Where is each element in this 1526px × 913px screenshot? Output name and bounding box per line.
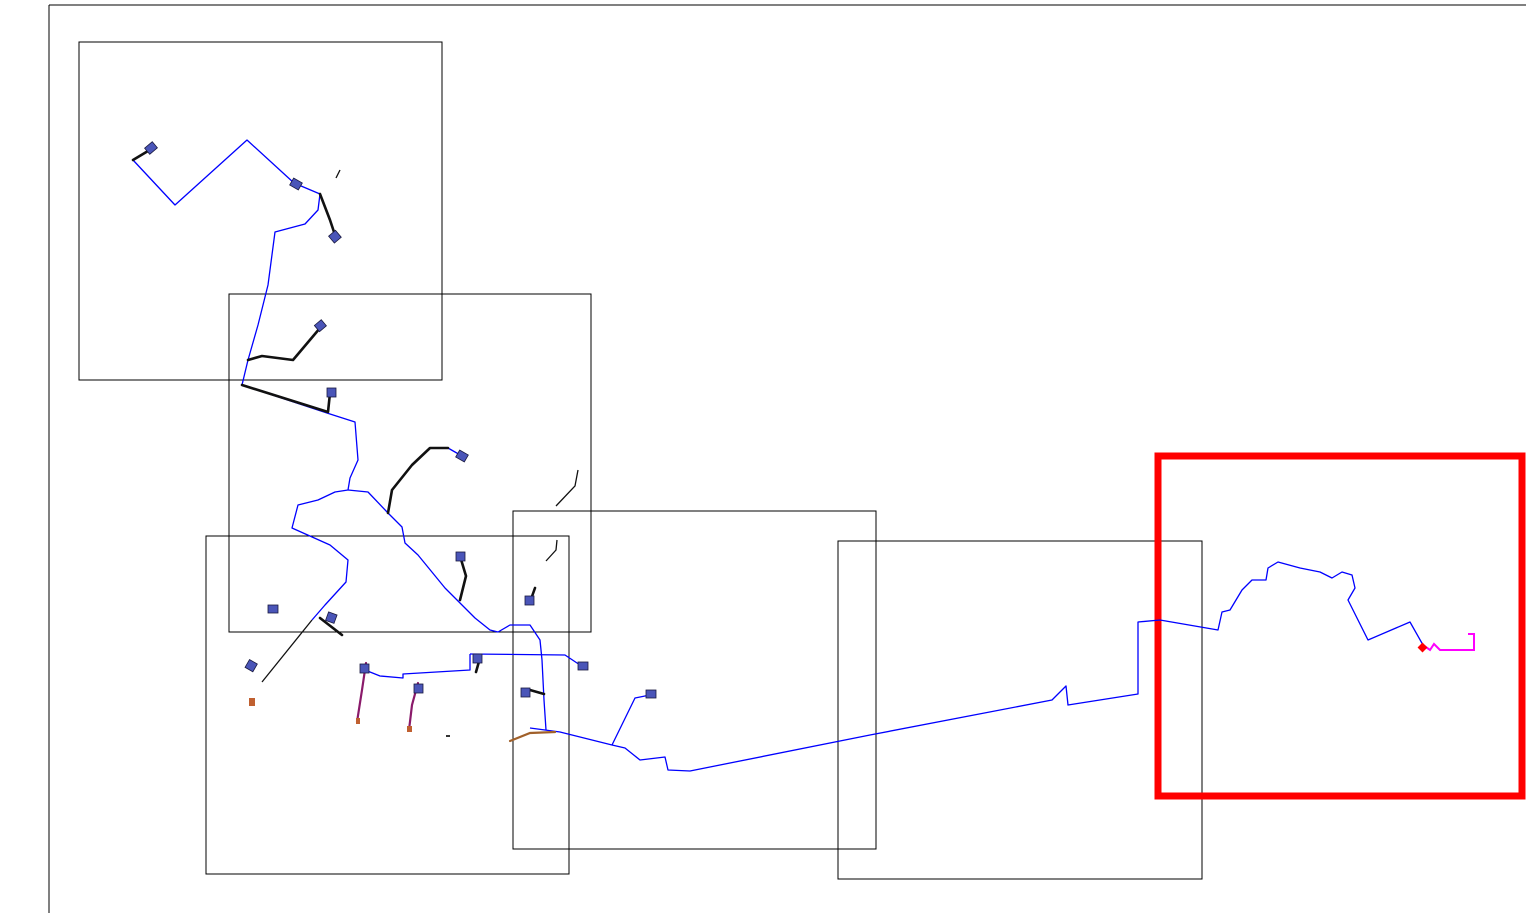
drop-cables[interactable] (355, 661, 557, 743)
network-main-lines[interactable] (132, 139, 1424, 772)
network-branch-device-east[interactable] (611, 694, 651, 746)
cable-thin-3[interactable] (545, 539, 558, 562)
network-device-icon[interactable] (289, 177, 303, 191)
network-device-icon[interactable] (524, 595, 535, 606)
selected-node-icon[interactable] (1417, 642, 1428, 653)
selected-sheet-outline[interactable] (1154, 452, 1526, 800)
cable-run-1[interactable] (240, 383, 332, 414)
cable-run-8[interactable] (528, 688, 546, 696)
network-branch-lower[interactable] (529, 561, 1424, 772)
network-device-icon[interactable] (313, 319, 327, 333)
network-device-icon[interactable] (267, 604, 279, 614)
selected-segment[interactable] (1422, 633, 1475, 652)
network-device-icon[interactable] (244, 658, 258, 673)
network-branch-bus-2[interactable] (469, 653, 581, 666)
cable-run-2[interactable] (246, 326, 322, 362)
network-device-icon[interactable] (413, 683, 424, 694)
network-device-icon[interactable] (455, 449, 469, 463)
network-branch-middle[interactable] (347, 489, 547, 731)
sheet-outline-5[interactable] (837, 540, 1203, 880)
network-branch-right-bus[interactable] (364, 654, 471, 679)
device-accent (356, 718, 360, 724)
cable-thin-runs[interactable] (261, 169, 579, 683)
sheet-outline-3[interactable] (205, 535, 570, 875)
cable-run-3[interactable] (318, 192, 338, 240)
sheet-outline-4[interactable] (512, 510, 877, 850)
device-accents (249, 698, 450, 737)
network-device-icon[interactable] (325, 611, 338, 624)
network-device-icon[interactable] (328, 229, 342, 244)
device-accent (249, 698, 255, 706)
network-device-icon[interactable] (326, 387, 337, 398)
sheet-outlines (78, 41, 1203, 880)
cable-thin-2[interactable] (555, 469, 579, 507)
sheet-outline-2[interactable] (228, 293, 592, 633)
drop-cable-3[interactable] (508, 730, 557, 743)
network-device-icon[interactable] (144, 141, 158, 155)
network-devices[interactable] (144, 141, 657, 699)
cable-run-6[interactable] (318, 616, 344, 637)
cable-thin-1[interactable] (261, 619, 313, 683)
cable-run-5[interactable] (458, 554, 468, 602)
network-device-icon[interactable] (645, 689, 657, 699)
network-device-icon[interactable] (359, 663, 370, 674)
network-branch-trunk[interactable] (241, 193, 359, 621)
cable-runs[interactable] (131, 146, 546, 696)
cable-run-4[interactable] (386, 446, 450, 515)
network-device-icon[interactable] (455, 551, 466, 562)
cable-thin-4[interactable] (335, 169, 341, 179)
device-accent (446, 735, 450, 737)
network-branch-top-loop[interactable] (132, 139, 321, 206)
network-device-icon[interactable] (577, 661, 589, 671)
sheet-outline-1[interactable] (78, 41, 443, 381)
network-device-icon[interactable] (520, 687, 531, 698)
device-accent (407, 726, 412, 732)
network-device-icon[interactable] (472, 653, 483, 664)
